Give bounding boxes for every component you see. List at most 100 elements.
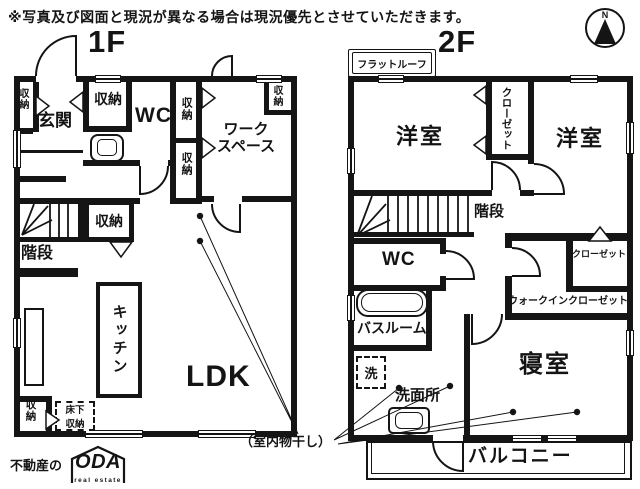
room-label-closet-small: クローゼット <box>572 249 627 259</box>
underfloor-storage-label-1: 床下 <box>65 405 85 416</box>
room-label-closet-center: クローゼット <box>500 87 513 150</box>
room-label-wc-1f: WC <box>135 104 172 127</box>
wall-segment <box>505 313 627 320</box>
wall-segment <box>83 126 132 132</box>
window-symbol <box>626 122 634 154</box>
wall-segment <box>505 276 512 320</box>
logo-house-outline <box>70 445 126 483</box>
room-label-entrance: 玄関 <box>38 111 72 130</box>
room-label-balcony: バルコニー <box>468 446 573 467</box>
wall-segment <box>196 82 202 198</box>
room-label-stairs-1f: 階段 <box>21 245 54 262</box>
wall-segment <box>464 314 470 435</box>
wall-segment <box>566 286 627 292</box>
bathtub-icon-inner <box>361 293 423 312</box>
wall-segment <box>486 82 492 160</box>
room-label-storage-bottom: 収納 <box>24 399 37 422</box>
wall-segment <box>354 238 446 244</box>
kitchen-counter: キッチン <box>96 282 142 398</box>
wall-segment <box>242 196 291 202</box>
wall-segment <box>20 128 33 134</box>
wall-segment <box>566 241 573 292</box>
room-label-storage-mid-top: 収納 <box>180 97 193 121</box>
wall-segment <box>202 196 214 202</box>
window-center-line <box>548 437 576 440</box>
wall-segment <box>486 154 534 160</box>
flat-roof-box: フラットルーフ <box>352 52 432 74</box>
window-symbol <box>626 330 634 356</box>
wall-segment <box>354 190 492 196</box>
toilet-icon-inner <box>97 139 117 156</box>
window-center-line <box>16 319 18 347</box>
wall-segment <box>170 82 176 198</box>
washing-machine-label: 洗 <box>364 366 378 381</box>
window-symbol <box>256 75 282 83</box>
wall-segment <box>83 160 140 166</box>
window-symbol <box>570 75 598 83</box>
room-label-storage-mid-bottom: 収納 <box>180 152 193 176</box>
wall-segment <box>83 82 89 130</box>
door-arc-entrance <box>35 34 77 77</box>
logo-name-text: ODA <box>75 451 121 473</box>
kitchen-label: キッチン <box>110 304 128 376</box>
wall-segment <box>20 237 84 242</box>
wall-segment <box>20 150 83 153</box>
window-center-line <box>16 131 18 167</box>
wall-segment <box>20 176 66 182</box>
cupboard-box <box>24 308 44 386</box>
wall-segment <box>264 82 269 114</box>
wall-segment <box>528 82 534 164</box>
underfloor-storage-label-2: 収納 <box>65 419 85 430</box>
wall-segment <box>505 233 512 248</box>
window-symbol <box>512 435 542 442</box>
wall-segment <box>440 244 446 254</box>
window-center-line <box>96 78 120 80</box>
logo-prefix-text: 不動産の <box>10 458 63 473</box>
room-label-bedroom-west: 洋室 <box>396 124 445 149</box>
door-opening <box>36 76 76 82</box>
indoor-drying-annotation: （室内物干し） <box>240 434 332 449</box>
toilet-icon <box>90 134 124 162</box>
room-label-walk-in-closet: ウォークインクローゼット <box>508 296 628 307</box>
wall-segment <box>126 82 132 132</box>
disclaimer-text: ※写真及び図面と現況が異なる場合は現況優先とさせていただきます。 <box>8 9 471 25</box>
window-symbol <box>547 435 577 442</box>
room-label-master-bedroom: 寝室 <box>519 351 571 378</box>
workspace-label-line2: スペース <box>216 137 276 155</box>
wall-segment <box>176 138 196 143</box>
window-center-line <box>629 331 631 355</box>
wall-segment <box>18 268 78 277</box>
wall-segment <box>264 110 297 115</box>
room-label-washroom: 洗面所 <box>395 387 441 404</box>
balcony-inner-line <box>371 441 625 474</box>
window-center-line <box>379 78 403 80</box>
wall-segment <box>354 285 446 291</box>
wall-segment <box>20 396 52 402</box>
window-center-line <box>629 123 631 153</box>
floor2-title: 2F <box>438 24 477 59</box>
window-center-line <box>257 78 281 80</box>
room-label-storage-ws: 収納 <box>271 85 282 107</box>
window-symbol <box>95 75 121 83</box>
workspace-label-line1: ワーク <box>223 121 269 138</box>
window-symbol <box>378 75 404 83</box>
room-label-bedroom-east: 洋室 <box>556 126 605 151</box>
room-label-ldk: LDK <box>186 360 251 393</box>
room-label-stairs-2f: 階段 <box>474 203 505 220</box>
wall-segment <box>170 198 202 204</box>
window-center-line <box>350 149 352 173</box>
window-center-line <box>513 437 541 440</box>
storage-stairs-box: 収納 <box>84 200 134 242</box>
agency-logo: 不動産の ODA real estate <box>10 444 127 485</box>
compass-north-label: N <box>601 10 609 20</box>
floor1-title: 1F <box>88 24 127 59</box>
underfloor-storage-box: 床下 収納 <box>55 401 95 431</box>
logo-subtitle-text: real estate <box>74 477 122 484</box>
door-arc-workspace-top <box>211 54 233 77</box>
room-label-bathroom: バスルーム <box>357 320 427 336</box>
wall-segment <box>354 345 432 351</box>
room-label-storage-left: 収納 <box>17 88 28 110</box>
wall-segment <box>426 291 432 351</box>
window-symbol <box>347 295 355 321</box>
